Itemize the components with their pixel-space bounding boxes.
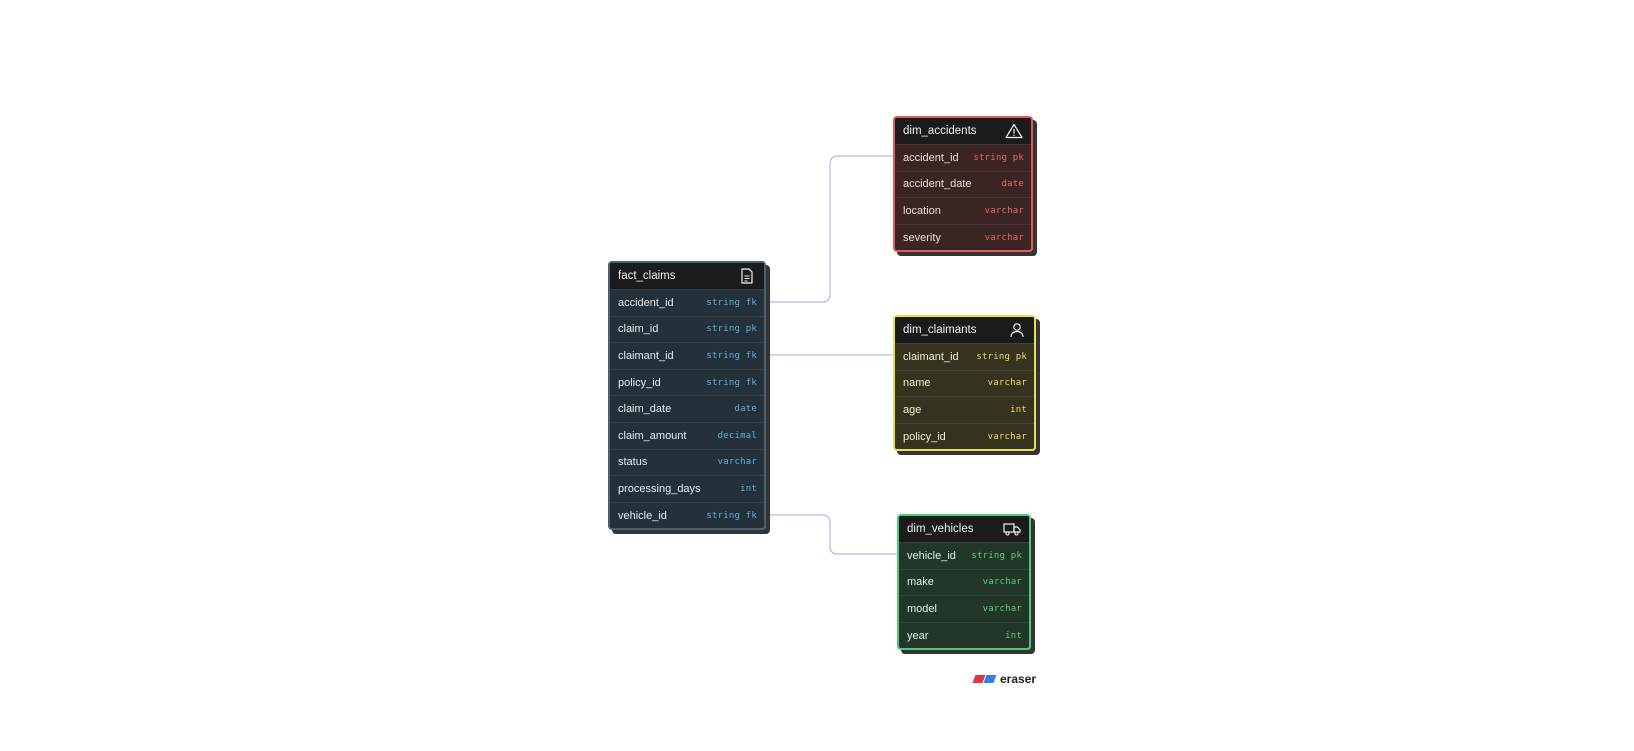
field-row[interactable]: claim_id string pk	[610, 315, 764, 343]
eraser-logo[interactable]: eraser	[972, 672, 1037, 686]
relationship-vehicle	[766, 514, 897, 555]
field-type: string pk	[706, 324, 757, 335]
field-name: accident_date	[903, 178, 972, 191]
entity-header[interactable]: fact_claims	[610, 263, 764, 289]
field-name: claimant_id	[903, 350, 959, 363]
field-row[interactable]: location varchar	[895, 197, 1031, 224]
eraser-logo-mark	[972, 675, 997, 683]
field-name: model	[907, 602, 937, 615]
field-name: claim_id	[618, 323, 659, 336]
field-row[interactable]: claimant_id string pk	[895, 343, 1034, 370]
field-row[interactable]: claim_date date	[610, 395, 764, 422]
entity-title: fact_claims	[618, 270, 676, 282]
field-type: string fk	[706, 510, 757, 521]
field-type: varchar	[984, 232, 1024, 243]
field-row[interactable]: claimant_id string fk	[610, 342, 764, 369]
field-name: policy_id	[618, 376, 661, 389]
field-name: claimant_id	[618, 349, 674, 362]
field-type: decimal	[717, 430, 757, 441]
field-name: vehicle_id	[618, 509, 667, 522]
entity-title: dim_accidents	[903, 125, 977, 137]
field-row[interactable]: policy_id string fk	[610, 368, 764, 396]
field-type: date	[1001, 179, 1024, 190]
field-row[interactable]: severity varchar	[895, 223, 1031, 251]
entity-header[interactable]: dim_claimants	[895, 317, 1034, 343]
field-row[interactable]: vehicle_id string pk	[899, 542, 1029, 569]
entity-dim-vehicles[interactable]: dim_vehicles vehicle_id string pk make var…	[897, 514, 1031, 651]
field-type: varchar	[982, 577, 1022, 588]
field-type: varchar	[717, 457, 757, 468]
truck-icon	[1003, 520, 1021, 538]
field-row[interactable]: accident_id string pk	[895, 144, 1031, 171]
field-row[interactable]: processing_days int	[610, 475, 764, 502]
field-name: year	[907, 629, 929, 642]
user-icon	[1008, 321, 1026, 339]
field-type: varchar	[987, 431, 1027, 442]
field-name: age	[903, 403, 922, 416]
field-row[interactable]: accident_date date	[895, 170, 1031, 198]
field-row[interactable]: status varchar	[610, 448, 764, 476]
field-name: severity	[903, 231, 941, 244]
field-type: string fk	[706, 377, 757, 388]
field-type: string fk	[706, 297, 757, 308]
field-type: string pk	[973, 152, 1024, 163]
entity-header[interactable]: dim_accidents	[895, 118, 1031, 144]
field-name: processing_days	[618, 482, 701, 495]
entity-dim-accidents[interactable]: dim_accidents accident_id string pk accid…	[893, 116, 1033, 253]
field-name: status	[618, 456, 648, 469]
field-row[interactable]: model varchar	[899, 595, 1029, 622]
field-type: varchar	[984, 205, 1024, 216]
field-row[interactable]: make varchar	[899, 568, 1029, 596]
field-row[interactable]: year int	[899, 621, 1029, 649]
relationship-accident	[766, 155, 893, 303]
field-row[interactable]: accident_id string fk	[610, 289, 764, 316]
field-type: varchar	[987, 378, 1027, 389]
entity-dim-claimants[interactable]: dim_claimants claimant_id string pk name v…	[893, 315, 1036, 452]
field-type: int	[740, 483, 757, 494]
field-type: string pk	[976, 351, 1027, 362]
entity-title: dim_claimants	[903, 324, 977, 336]
field-row[interactable]: age int	[895, 396, 1034, 423]
field-name: vehicle_id	[907, 549, 956, 562]
field-row[interactable]: policy_id varchar	[895, 422, 1034, 450]
field-type: varchar	[982, 603, 1022, 614]
field-row[interactable]: name varchar	[895, 369, 1034, 397]
field-type: date	[734, 404, 757, 415]
field-name: accident_id	[618, 296, 674, 309]
eraser-wordmark: eraser	[1000, 672, 1037, 686]
field-type: int	[1005, 630, 1022, 641]
field-type: int	[1010, 404, 1027, 415]
field-type: string fk	[706, 350, 757, 361]
field-name: accident_id	[903, 151, 959, 164]
field-row[interactable]: claim_amount decimal	[610, 421, 764, 449]
document-icon	[738, 267, 756, 285]
field-name: claim_amount	[618, 429, 687, 442]
field-name: make	[907, 576, 934, 589]
field-name: name	[903, 377, 931, 390]
field-row[interactable]: vehicle_id string fk	[610, 501, 764, 529]
field-name: policy_id	[903, 430, 946, 443]
field-name: claim_date	[618, 403, 672, 416]
entity-header[interactable]: dim_vehicles	[899, 516, 1029, 542]
field-type: string pk	[971, 550, 1022, 561]
warning-triangle-icon	[1005, 122, 1023, 140]
field-name: location	[903, 204, 941, 217]
entity-title: dim_vehicles	[907, 523, 974, 535]
